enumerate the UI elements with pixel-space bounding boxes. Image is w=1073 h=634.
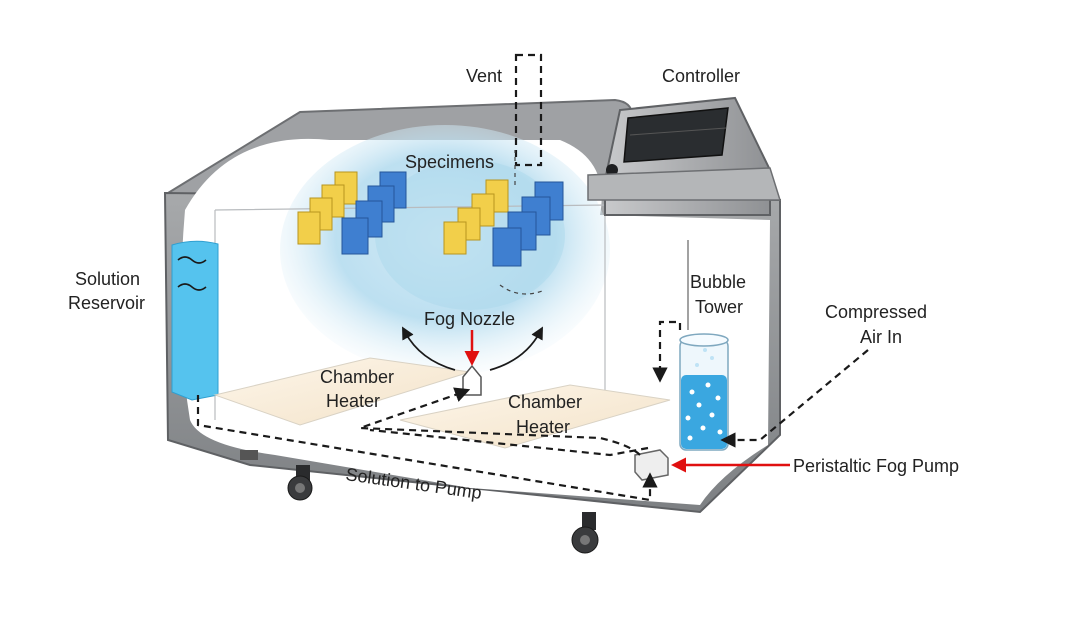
label-controller: Controller <box>662 66 740 86</box>
label-solution-reservoir-2: Reservoir <box>68 293 145 313</box>
label-chamber-heater-right-2: Heater <box>516 417 570 437</box>
label-bubble-tower-2: Tower <box>695 297 743 317</box>
cabinet-foot-left <box>240 450 258 460</box>
reservoir-wave-1 <box>177 256 207 264</box>
controller-screen <box>623 107 729 163</box>
label-specimens: Specimens <box>405 152 494 172</box>
solution-reservoir-water <box>171 240 219 401</box>
label-chamber-heater-right-1: Chamber <box>508 392 582 412</box>
chamber-heater-right <box>399 384 671 449</box>
flow-air-to-tower <box>720 349 869 448</box>
specimen-group-right <box>443 179 564 267</box>
fog-spray-arrow-left <box>402 326 456 371</box>
label-fog-nozzle: Fog Nozzle <box>424 309 515 329</box>
specimen-hanger <box>499 150 546 295</box>
flow-pump-to-nozzle-2 <box>369 428 649 457</box>
label-peristaltic-pump: Peristaltic Fog Pump <box>793 456 959 476</box>
bubble-tower <box>679 333 729 451</box>
label-solution-reservoir-1: Solution <box>75 269 140 289</box>
specimen-group-left <box>297 171 407 255</box>
flow-reservoir-to-pump <box>196 395 658 502</box>
flow-pump-to-nozzle <box>359 387 641 456</box>
reservoir-wave-2 <box>177 283 207 291</box>
specimen-blue <box>492 227 522 267</box>
label-compressed-air-2: Air In <box>860 327 902 347</box>
label-vent: Vent <box>466 66 502 86</box>
label-bubble-tower-1: Bubble <box>690 272 746 292</box>
caster-wheel-right <box>571 512 599 554</box>
controller-screen-divider <box>629 127 727 136</box>
controller-base <box>587 167 782 201</box>
label-chamber-heater-left-1: Chamber <box>320 367 394 387</box>
label-chamber-heater-left-2: Heater <box>326 391 380 411</box>
caster-wheel-left <box>287 465 313 501</box>
specimen-yellow <box>297 211 321 245</box>
flow-tower-loop <box>652 320 682 383</box>
vent-pipe <box>514 53 543 167</box>
fog-spray-arrow-right <box>489 326 543 371</box>
specimen-blue <box>341 217 369 255</box>
controller-knob <box>606 164 618 176</box>
label-compressed-air-1: Compressed <box>825 302 927 322</box>
specimen-yellow <box>443 221 467 255</box>
